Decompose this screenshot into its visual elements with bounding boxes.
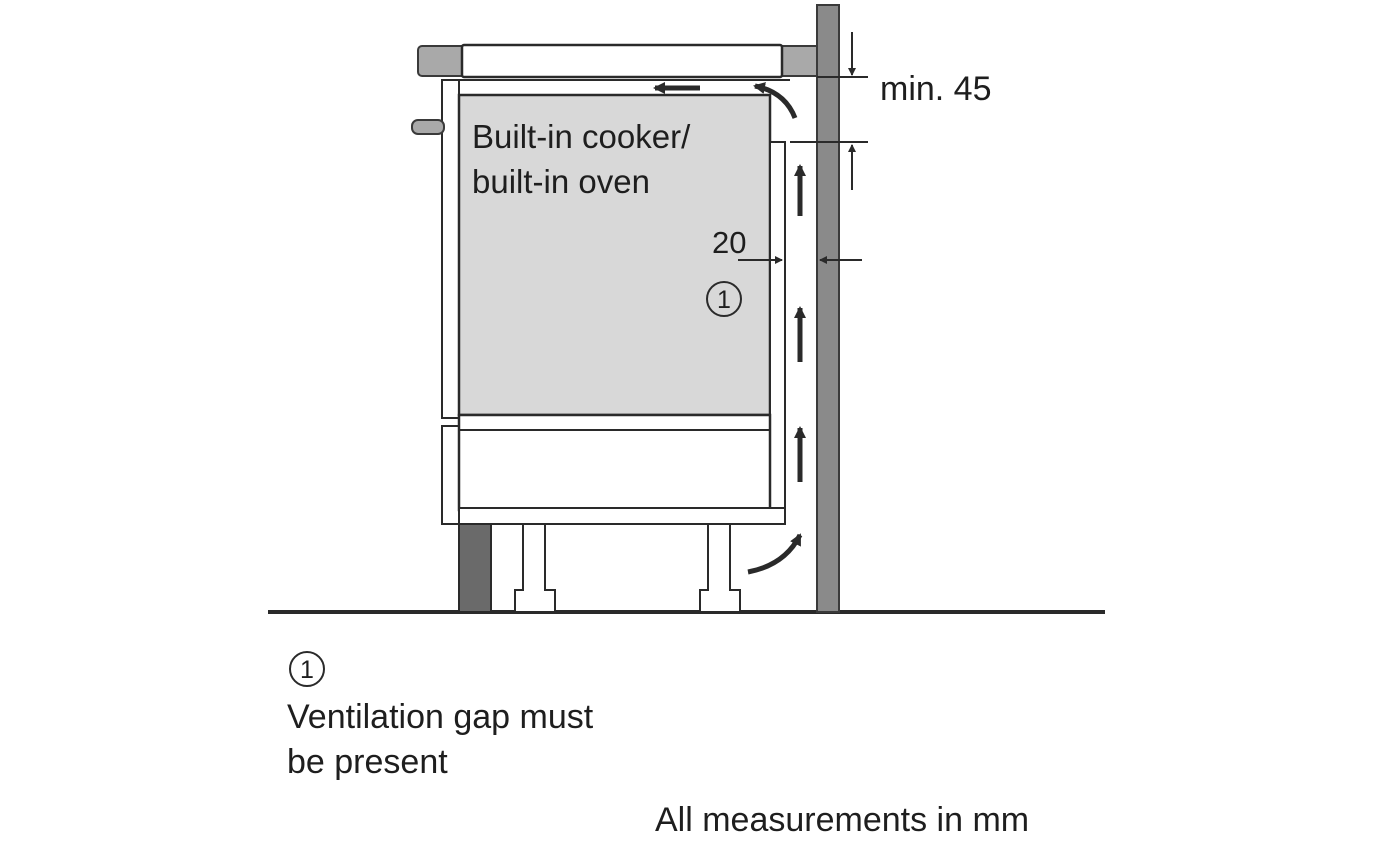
drawer-front-panel: [441, 425, 460, 525]
appliance-label-line1: Built-in cooker/: [472, 118, 691, 155]
callout-marker: 1: [717, 286, 731, 314]
units-note: All measurements in mm: [655, 801, 1030, 839]
plinth: [458, 523, 492, 613]
callout-circle: [706, 281, 742, 317]
hob: [460, 43, 784, 79]
cabinet-foot-left: [514, 523, 556, 613]
worktop-left: [417, 45, 467, 77]
cabinet-side-panel: [769, 141, 786, 511]
legend-line1: Ventilation gap must: [287, 698, 594, 736]
oven-knob: [411, 119, 445, 135]
appliance-label-line2: built-in oven: [472, 163, 650, 200]
airflow-arrow-top-curve: [753, 82, 798, 119]
cabinet-foot-right: [699, 523, 741, 613]
dimension-side-label: 20: [712, 225, 747, 260]
side-wall: [816, 4, 840, 613]
legend-circle: [289, 651, 325, 687]
legend-marker: 1: [300, 656, 314, 684]
cooker-front-panel: [441, 79, 460, 419]
dimension-top-label: min. 45: [880, 70, 992, 108]
legend-line2: be present: [287, 743, 448, 781]
cabinet-base-board: [458, 507, 786, 525]
airflow-arrow-bottom: [747, 533, 803, 575]
